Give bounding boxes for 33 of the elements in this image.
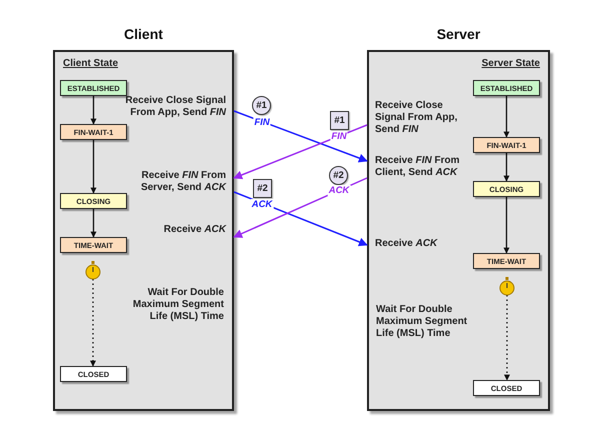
transition-arrow xyxy=(504,96,510,138)
transition-arrow xyxy=(504,295,510,381)
sequence-number: #1 xyxy=(252,96,271,115)
transition-arrow xyxy=(90,209,96,238)
transition-arrow xyxy=(504,153,510,182)
stopwatch-icon xyxy=(499,277,515,295)
segment-type: FIN xyxy=(253,117,271,128)
message-arrow xyxy=(233,124,368,180)
segment-type: FIN xyxy=(330,131,348,142)
wait-note: Wait For Double Maximum Segment Life (MSL) Time xyxy=(132,287,224,323)
panel-title: Client xyxy=(123,26,164,42)
stopwatch-icon xyxy=(85,261,101,279)
segment-type: ACK xyxy=(250,199,274,210)
sequence-number: #1 xyxy=(330,111,349,130)
column-heading: Client State xyxy=(63,58,118,69)
sequence-number: #2 xyxy=(253,179,272,198)
event-text: Receive FIN From Server, Send ACK xyxy=(110,170,234,196)
panel-title: Server xyxy=(436,26,482,42)
message-arrow xyxy=(233,177,368,238)
segment-type: ACK xyxy=(328,185,350,196)
event-text: Receive ACK xyxy=(367,238,470,252)
transition-arrow xyxy=(504,197,510,254)
column-heading: Server State xyxy=(482,58,540,69)
wait-note: Wait For Double Maximum Segment Life (MSL) Time xyxy=(376,304,468,340)
event-text: Receive FIN From Client, Send ACK xyxy=(367,155,470,181)
event-text: Receive Close Signal From App, Send FIN xyxy=(367,100,470,138)
transition-arrow xyxy=(90,279,96,367)
transition-arrow xyxy=(90,96,96,125)
message-arrow xyxy=(234,191,368,246)
sequence-number: #2 xyxy=(329,166,348,185)
transition-arrow xyxy=(90,140,96,194)
message-arrow xyxy=(234,110,368,162)
event-text: Receive ACK xyxy=(110,224,234,238)
